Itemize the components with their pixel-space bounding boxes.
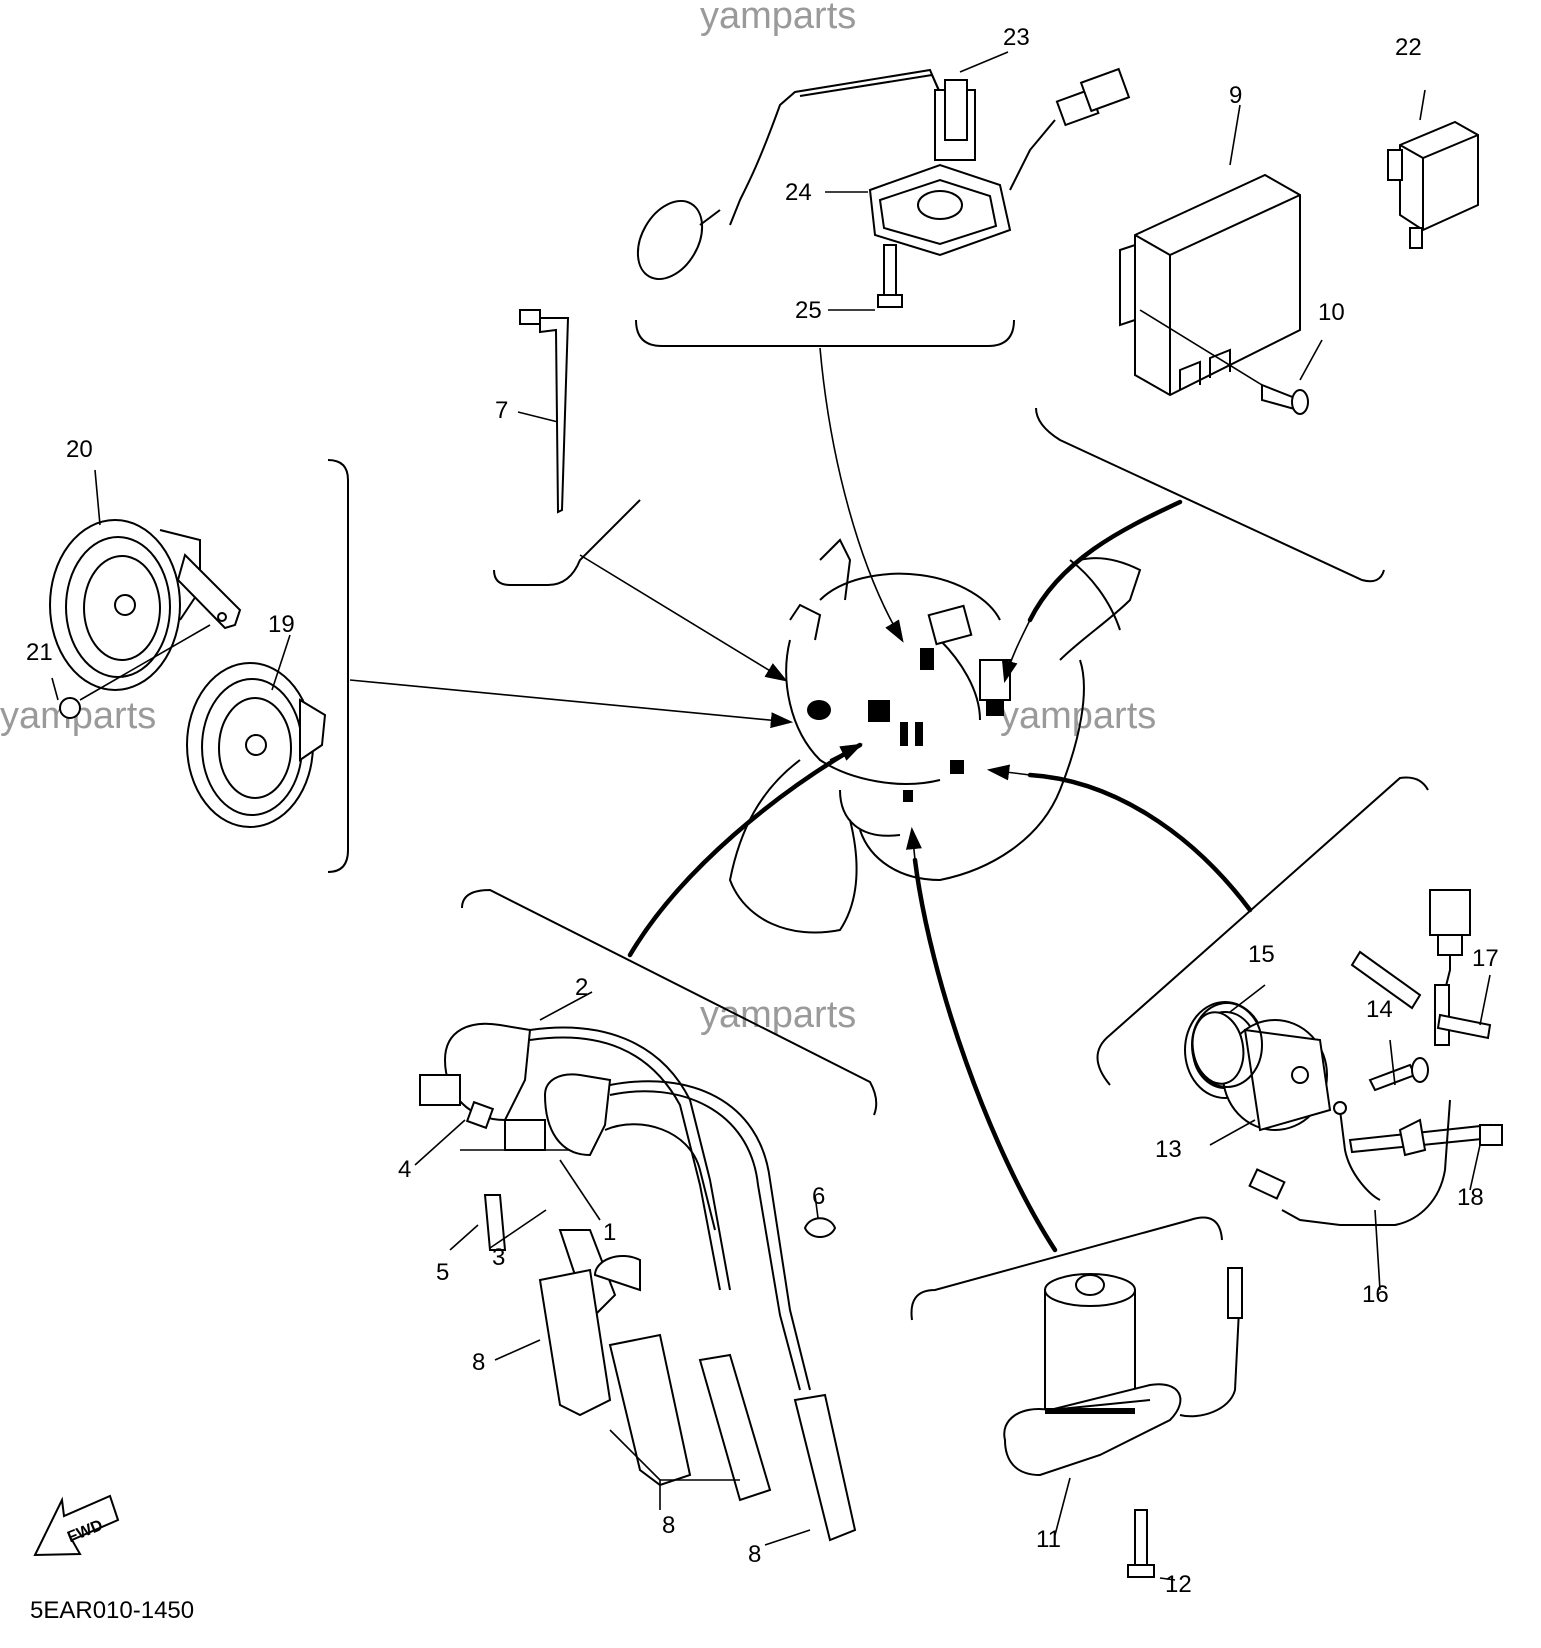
- ecu-unit: [1119, 104, 1323, 415]
- callout-16: 16: [1362, 1281, 1389, 1308]
- diagram-code: 5EAR010-1450: [30, 1597, 194, 1624]
- starter-motor: [1003, 1267, 1243, 1581]
- callout-22: 22: [1395, 34, 1422, 61]
- callout-17: 17: [1472, 945, 1499, 972]
- watermark-center: yamparts: [700, 994, 856, 1036]
- leader-lines: [327, 319, 1429, 1321]
- callout-25: 25: [795, 297, 822, 324]
- watermark-top: yamparts: [700, 0, 856, 37]
- throttle-sensor-assembly: [1184, 889, 1503, 1291]
- callout-18: 18: [1457, 1184, 1484, 1211]
- callout-12: 12: [1165, 1571, 1192, 1598]
- callout-8b: 8: [662, 1512, 675, 1539]
- callout-1: 1: [603, 1219, 616, 1246]
- callout-8a: 8: [472, 1349, 485, 1376]
- callout-2: 2: [575, 974, 588, 1001]
- callout-8c: 8: [748, 1541, 761, 1568]
- callout-5: 5: [436, 1259, 449, 1286]
- callout-15: 15: [1248, 941, 1275, 968]
- callout-labels: 1 2 3 4 5 6 7 8 8 8 9 10 11 12 13 14 15 …: [26, 24, 1499, 1598]
- callout-20: 20: [66, 436, 93, 463]
- callout-13: 13: [1155, 1136, 1182, 1163]
- ignition-coil-assembly: [414, 991, 857, 1546]
- fwd-arrow: FWD: [33, 1494, 120, 1557]
- cable-band: [517, 309, 570, 514]
- callout-21: 21: [26, 639, 53, 666]
- callout-6: 6: [812, 1183, 825, 1210]
- callout-14: 14: [1366, 996, 1393, 1023]
- callout-10: 10: [1318, 299, 1345, 326]
- fuel-sender-unit: [636, 51, 1131, 311]
- callout-23: 23: [1003, 24, 1030, 51]
- callout-4: 4: [398, 1156, 411, 1183]
- callout-24: 24: [785, 179, 812, 206]
- callout-11: 11: [1036, 1526, 1061, 1553]
- callout-9: 9: [1229, 82, 1242, 109]
- callout-19: 19: [268, 611, 295, 638]
- horn-assembly: [49, 469, 327, 828]
- callout-3: 3: [492, 1244, 505, 1271]
- relay-unit: [1387, 89, 1479, 249]
- callout-7: 7: [495, 397, 508, 424]
